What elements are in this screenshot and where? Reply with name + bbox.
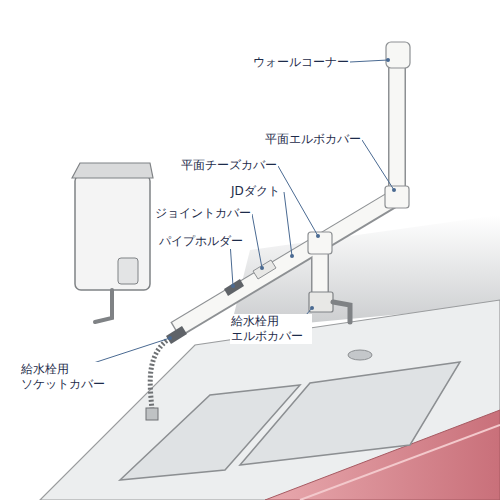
tee-cover — [308, 232, 332, 254]
part-label: JDダクト — [230, 184, 281, 199]
drain — [348, 350, 372, 360]
part-label: 給水栓用 ソケットカバー — [20, 362, 114, 392]
heater-knob — [118, 258, 138, 284]
part-label: 平面エルボカバー — [264, 132, 362, 147]
part-label: パイプホルダー — [158, 234, 244, 249]
part-label: ジョイントカバー — [154, 206, 252, 221]
socket-cover — [166, 326, 187, 344]
elbow-cover — [385, 186, 409, 208]
counter-top — [40, 300, 500, 500]
wall-corner — [386, 42, 410, 68]
leader-dots — [168, 58, 396, 340]
heater-lid — [72, 163, 153, 178]
pipe-holder — [224, 279, 244, 296]
duct-outline — [175, 65, 397, 330]
faucet-elbow-cover — [309, 292, 333, 312]
flex-hose — [150, 338, 170, 410]
leader-lines — [72, 60, 394, 370]
heater-spout — [95, 290, 112, 322]
part-label: 平面チーズカバー — [180, 158, 278, 173]
faucet — [333, 302, 350, 322]
part-label: ウォールコーナー — [252, 55, 350, 70]
joint-cover — [253, 260, 276, 279]
hose-end — [146, 408, 158, 420]
part-label: 給水栓用 エルボカバー — [230, 314, 312, 344]
duct-body — [176, 66, 397, 329]
water-heater — [75, 175, 150, 290]
right-sink — [240, 362, 460, 465]
